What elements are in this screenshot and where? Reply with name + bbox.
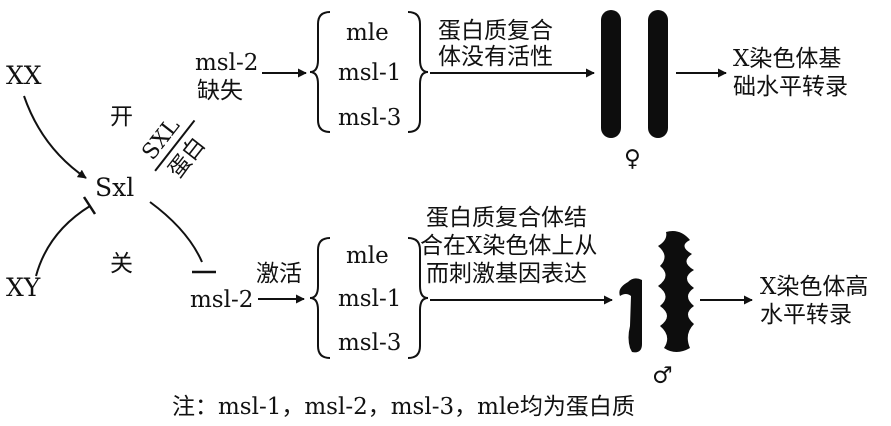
male-protein-msl3: msl-3 xyxy=(338,330,401,356)
male-complex-line2: 合在X染色体上从 xyxy=(420,233,597,259)
female-symbol: ♀ xyxy=(624,146,641,172)
female-protein-mle: mle xyxy=(346,20,389,46)
female-x-chromosome-1 xyxy=(601,10,621,138)
male-result-line1: X染色体高 xyxy=(760,274,868,300)
female-protein-msl3: msl-3 xyxy=(338,105,401,131)
xx-label: XX xyxy=(6,61,42,90)
female-msl2-label: msl-2 xyxy=(195,50,258,76)
male-x-chromosome xyxy=(619,278,642,353)
male-msl2-label: msl-2 xyxy=(190,287,253,313)
female-protein-msl1: msl-1 xyxy=(338,60,401,86)
female-msl2-missing-label: 缺失 xyxy=(197,78,243,104)
male-result-line2: 水平转录 xyxy=(760,302,852,328)
male-activate-label: 激活 xyxy=(256,261,302,287)
xy-inhibits-sxl-line xyxy=(35,205,91,277)
male-protein-msl1: msl-1 xyxy=(338,286,401,312)
male-complex-line3: 而刺激基因表达 xyxy=(426,261,587,287)
xy-inhibition-bar xyxy=(82,196,97,215)
xx-to-sxl-arrow xyxy=(23,95,87,179)
note-text: 注：msl-1，msl-2，msl-3，mle均为蛋白质 xyxy=(172,394,635,420)
female-left-brace xyxy=(309,11,331,133)
male-left-brace xyxy=(309,237,331,359)
female-result-line1: X染色体基 xyxy=(733,46,841,72)
sxl-protein-label: SXL 蛋白 xyxy=(138,113,211,183)
male-symbol: ♂ xyxy=(652,363,673,389)
male-protein-mle: mle xyxy=(346,243,389,269)
male-right-brace xyxy=(407,237,429,359)
female-result-line2: 础水平转录 xyxy=(733,74,848,100)
female-complex-line1: 蛋白质复合 xyxy=(438,18,553,44)
sxl-inhibits-msl2-line xyxy=(149,201,203,263)
male-y-chromosome-hyperactive xyxy=(658,231,694,352)
female-complex-line2: 体没有活性 xyxy=(438,44,553,70)
off-label: 关 xyxy=(110,251,133,277)
sxl-label: Sxl xyxy=(95,173,134,202)
sxl-protein-divider xyxy=(154,119,196,172)
female-x-chromosome-2 xyxy=(648,10,668,138)
male-complex-line1: 蛋白质复合体结 xyxy=(426,205,587,231)
on-label: 开 xyxy=(110,104,133,130)
female-right-brace xyxy=(407,11,429,133)
xy-label: XY xyxy=(6,273,41,302)
